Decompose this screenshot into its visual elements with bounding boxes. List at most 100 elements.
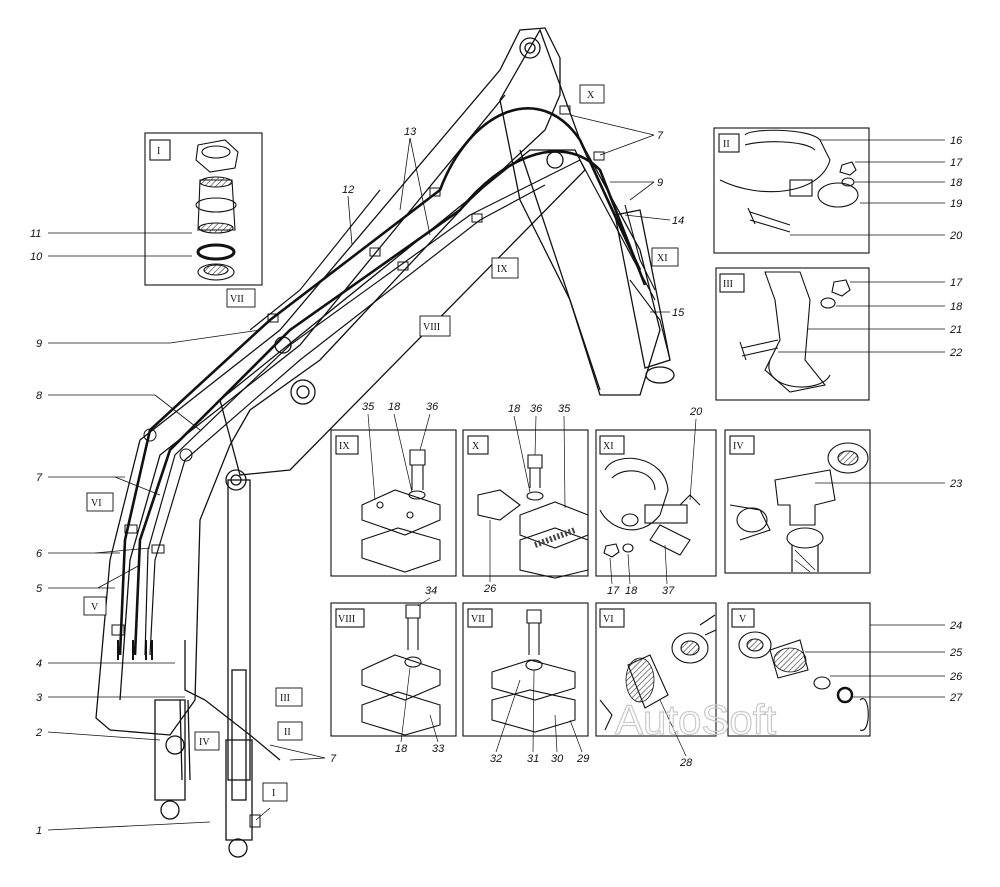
label-12: 12 <box>342 184 354 196</box>
detail-IX: IX <box>330 429 457 577</box>
detail-V-label-27: 27 <box>949 692 963 704</box>
detail-VII-title: VII <box>471 614 485 625</box>
detail-V-title: V <box>739 614 747 625</box>
detail-XI-label-18: 18 <box>625 585 638 597</box>
detail-III-label-22: 22 <box>949 347 962 359</box>
detail-IX-label-36: 36 <box>426 401 439 413</box>
callout-I: I <box>272 788 275 799</box>
detail-XI-label-37: 37 <box>662 585 675 597</box>
stick-outline <box>219 149 586 476</box>
detail-II-label-19: 19 <box>950 198 962 210</box>
detail-V: V <box>727 602 871 737</box>
fitting-vi <box>124 524 138 534</box>
detail-IX-title: IX <box>339 441 350 452</box>
detail-XI-labels: 20 17 18 37 <box>607 406 703 597</box>
detail-II-label-16: 16 <box>950 135 963 147</box>
detail-III-labels: 17 18 21 22 <box>949 277 963 359</box>
bolt-ix-icon <box>409 449 426 490</box>
detail-III-label-21: 21 <box>949 324 962 336</box>
pipe-ends-bottom <box>117 640 153 660</box>
detail-V-leaders <box>805 624 945 698</box>
clamp-block-lower <box>361 527 441 573</box>
detail-XI-label-17: 17 <box>607 585 620 597</box>
detail-V-label-26: 26 <box>949 671 963 683</box>
fitting-left-2 <box>179 448 193 462</box>
label-7a: 7 <box>36 472 43 484</box>
detail-V-label-25: 25 <box>949 647 963 659</box>
left-cylinder <box>154 699 186 801</box>
detail-VI-labels: 28 <box>659 699 693 769</box>
main-roman-callouts: I II III IV V VI VII VIII IX X XI <box>83 84 679 802</box>
label-3: 3 <box>36 692 43 704</box>
clamp-mid <box>369 247 381 257</box>
seal-ring-icon <box>836 686 854 704</box>
bolt-x-icon <box>527 454 543 488</box>
detail-VI-label-28: 28 <box>679 757 693 769</box>
washer-icon <box>196 243 236 261</box>
detail-IV-label-23: 23 <box>949 478 963 490</box>
detail-X-label-35: 35 <box>558 403 571 415</box>
pipe-front <box>184 640 281 761</box>
detail-V-labels: 24 25 26 27 <box>949 620 963 704</box>
detail-IV: IV <box>724 429 871 574</box>
detail-II-label-18: 18 <box>950 177 963 189</box>
detail-VII-label-30: 30 <box>551 753 564 765</box>
detail-XI-label-20: 20 <box>689 406 703 418</box>
cylinder-lower <box>225 739 253 841</box>
callout-VII: VII <box>230 294 244 305</box>
callout-V: V <box>91 602 99 613</box>
label-14: 14 <box>672 215 684 227</box>
clamp-x <box>559 105 571 115</box>
pipe-9 <box>144 159 656 656</box>
label-15: 15 <box>672 307 685 319</box>
block-x-icon <box>519 501 589 549</box>
detail-IX-labels: 35 18 36 <box>362 401 439 501</box>
label-5: 5 <box>36 583 43 595</box>
detail-III-label-17: 17 <box>950 277 963 289</box>
label-8: 8 <box>36 390 43 402</box>
detail-VI-title: VI <box>603 614 614 625</box>
main-cylinder <box>227 479 251 781</box>
detail-VIII-label-33: 33 <box>432 743 445 755</box>
label-9b: 9 <box>657 177 663 189</box>
detail-VIII: VIII <box>330 602 457 737</box>
cylinder-eye <box>228 838 248 858</box>
detail-VIII-title: VIII <box>338 614 355 625</box>
callout-IV: IV <box>199 737 210 748</box>
nut-icon <box>195 139 239 173</box>
left-cylinder-eye <box>160 800 180 820</box>
detail-XI: XI <box>595 429 717 577</box>
detail-IV-title: IV <box>733 441 744 452</box>
callout-II: II <box>284 727 291 738</box>
label-4: 4 <box>36 658 42 670</box>
pivot-top <box>519 37 541 59</box>
detail-X-title: X <box>472 441 480 452</box>
detail-X-label-26: 26 <box>483 583 497 595</box>
main-assembly <box>95 27 675 858</box>
detail-X-label-36: 36 <box>530 403 543 415</box>
detail-X-labels: 18 36 35 26 <box>483 403 571 595</box>
detail-III-title: III <box>723 279 733 290</box>
main-leaders <box>47 114 671 831</box>
label-11: 11 <box>30 228 41 240</box>
boom-inner-edge <box>119 94 506 701</box>
watermark: AutoSoft <box>615 696 776 743</box>
detail-VIII-labels: 34 18 33 <box>395 585 445 755</box>
pivot-arm-top <box>546 151 564 169</box>
nut-vi-icon <box>671 632 709 664</box>
bolt-viii-icon <box>405 604 421 650</box>
callout-IX: IX <box>497 264 508 275</box>
detail-XI-title: XI <box>603 441 614 452</box>
clamp-vii <box>267 313 279 323</box>
pipe-7b <box>133 150 647 656</box>
callout-XI: XI <box>657 253 668 264</box>
callout-VIII: VIII <box>423 322 440 333</box>
label-9a: 9 <box>36 338 42 350</box>
label-2: 2 <box>35 727 42 739</box>
callout-X: X <box>587 90 595 101</box>
detail-III-leaders <box>778 281 945 353</box>
detail-X: X <box>462 429 589 579</box>
nut-small-icon <box>839 161 857 176</box>
union-fitting-icon <box>769 639 809 679</box>
